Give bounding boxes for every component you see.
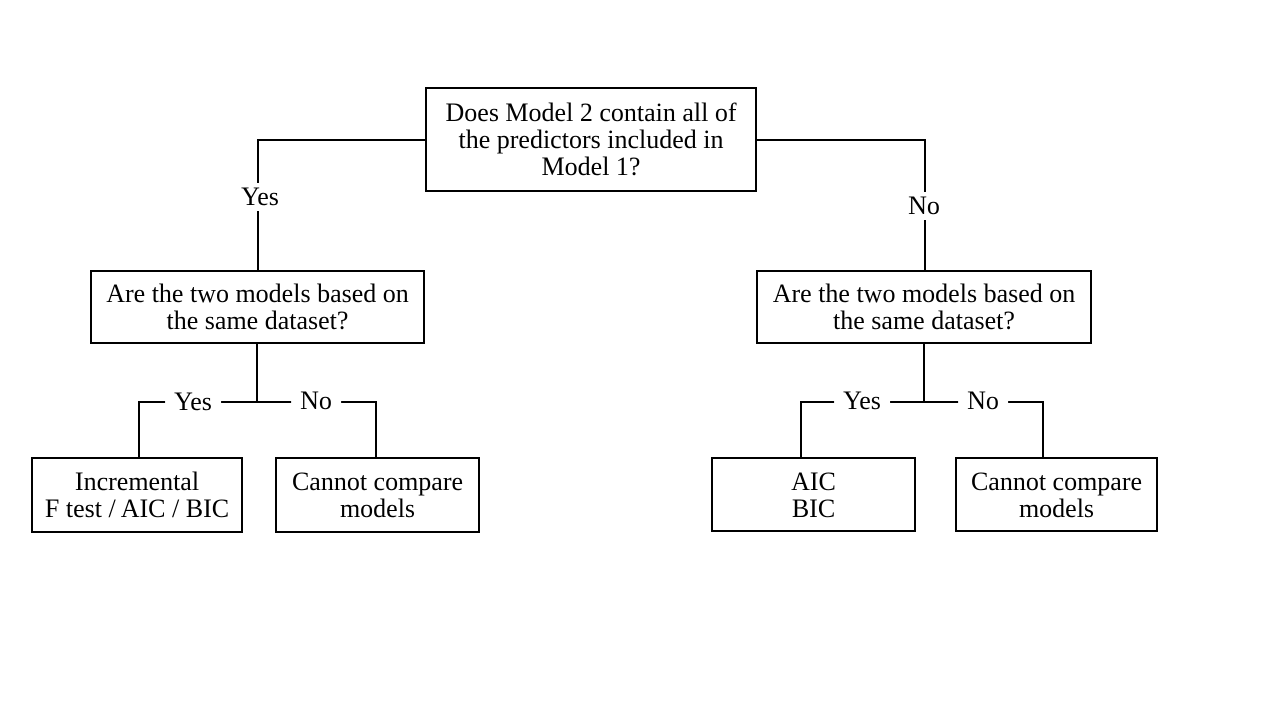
edge-label-no: No	[899, 192, 949, 220]
connector-root-to-left-horizontal	[257, 139, 425, 141]
connector-left-split-horizontal	[138, 401, 377, 403]
connector-left-no-drop	[375, 401, 377, 457]
node-text-line: the same dataset?	[166, 306, 349, 335]
decision-node-root: Does Model 2 contain all of the predicto…	[425, 87, 757, 192]
node-text-line: Does Model 2 contain all of	[445, 98, 737, 127]
edge-label-yes: Yes	[165, 388, 221, 416]
edge-label-no: No	[291, 387, 341, 415]
node-text-line: BIC	[791, 493, 836, 523]
connector-left-yes-drop	[138, 401, 140, 457]
node-text-line: Model 1?	[541, 152, 641, 181]
decision-node-left-same-dataset: Are the two models based on the same dat…	[90, 270, 425, 344]
connector-right-split-horizontal	[800, 401, 1043, 403]
node-text-line: F test / AIC / BIC	[44, 494, 230, 523]
result-node-cannot-compare-left: Cannot compare models	[275, 457, 480, 533]
connector-root-to-right-horizontal	[757, 139, 925, 141]
node-text-line: Cannot compare	[291, 467, 464, 496]
connector-left-question-stub	[256, 344, 258, 402]
node-text-line: the predictors included in	[458, 125, 724, 154]
result-node-cannot-compare-right: Cannot compare models	[955, 457, 1158, 532]
decision-node-right-same-dataset: Are the two models based on the same dat…	[756, 270, 1092, 344]
edge-label-yes: Yes	[834, 387, 890, 415]
edge-label-no: No	[958, 387, 1008, 415]
node-text-line: models	[1018, 493, 1095, 523]
connector-right-question-stub	[923, 344, 925, 402]
node-text-line: Are the two models based on	[106, 279, 409, 308]
node-text-line: models	[339, 494, 416, 523]
node-text-line: Incremental	[74, 467, 200, 496]
node-text-line: AIC	[791, 466, 836, 496]
result-node-incremental-f-test: Incremental F test / AIC / BIC	[31, 457, 243, 533]
connector-right-no-drop	[1042, 401, 1044, 458]
node-text-line: Are the two models based on	[772, 279, 1076, 308]
result-node-aic-bic: AIC BIC	[711, 457, 916, 532]
node-text-line: the same dataset?	[833, 306, 1015, 335]
node-text-line: Cannot compare	[970, 466, 1143, 496]
edge-label-yes: Yes	[232, 183, 288, 211]
connector-right-yes-drop	[800, 401, 802, 458]
